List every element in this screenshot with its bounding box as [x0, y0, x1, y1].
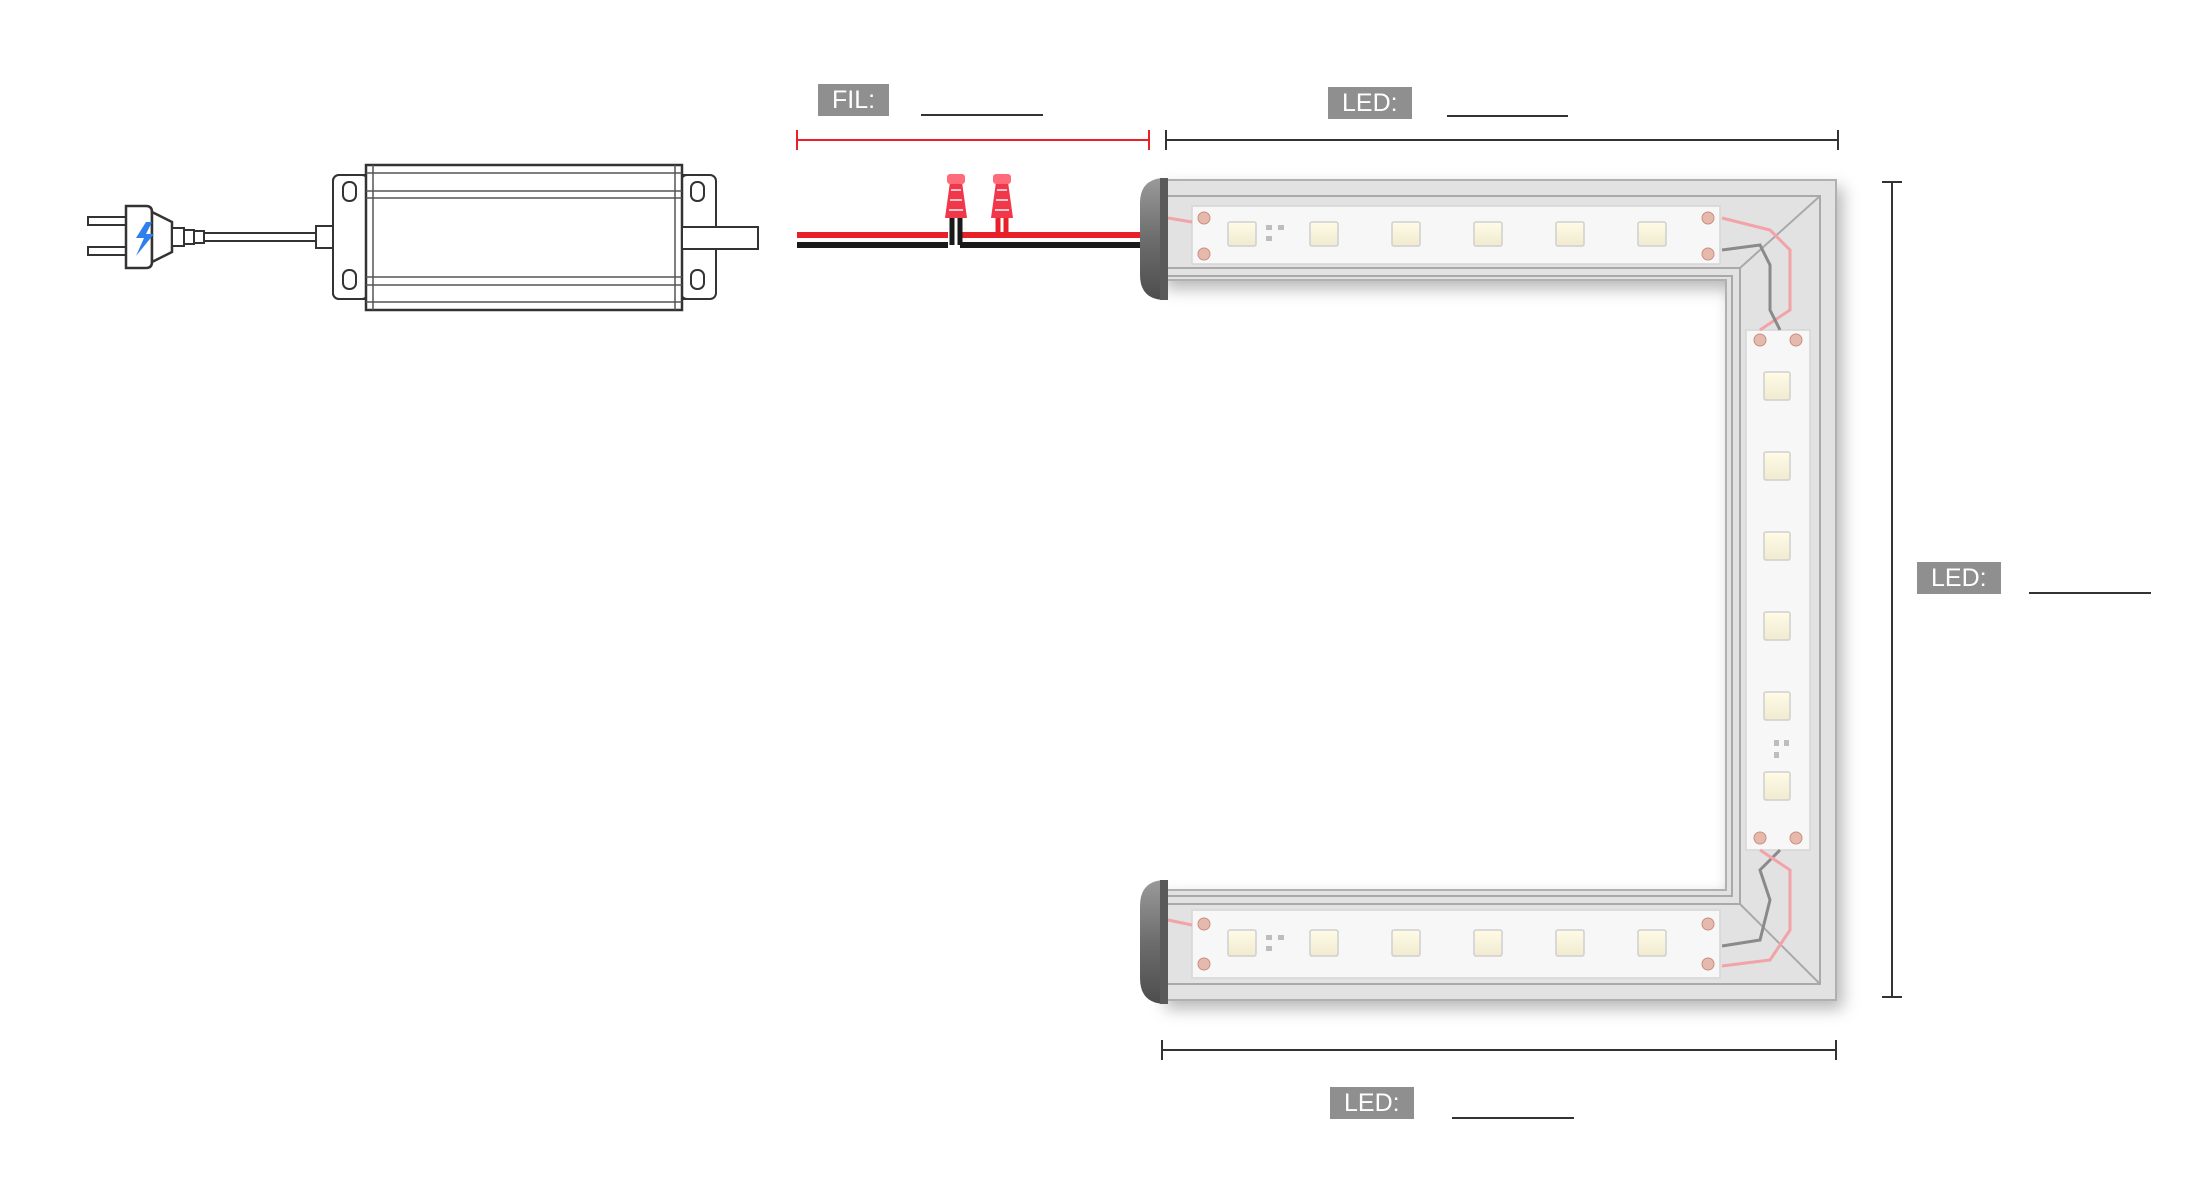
led-chip-icon: [1473, 929, 1503, 957]
end-cap-icon: [1140, 880, 1168, 1004]
led-right-dimension-line: [1882, 181, 1902, 998]
led-chip-icon: [1391, 221, 1421, 247]
led-chip-icon: [1763, 531, 1791, 561]
led-bottom-length-label: LED:: [1330, 1087, 1414, 1119]
led-chip-icon: [1555, 221, 1585, 247]
end-cap-icon: [1140, 178, 1168, 300]
corner-jumper-wires: [1167, 216, 1792, 968]
led-chip-icon: [1763, 611, 1791, 641]
resistors: [1266, 225, 1789, 951]
led-chip-icon: [1763, 371, 1791, 401]
led-chip-icon: [1227, 929, 1257, 957]
led-strip-top: [1191, 205, 1721, 265]
led-chip-icon: [1637, 221, 1667, 247]
led-right-length-blank[interactable]: [2029, 592, 2151, 594]
led-bottom-length-blank[interactable]: [1452, 1117, 1574, 1119]
wire-nut-icon: [991, 174, 1013, 218]
led-top-length-blank[interactable]: [1447, 115, 1568, 117]
led-chip-icon: [1637, 929, 1667, 957]
led-chip-icon: [1555, 929, 1585, 957]
led-top-dimension-line: [1165, 130, 1839, 150]
led-chips-top: [1227, 221, 1667, 247]
wire-nut-icon: [945, 174, 967, 218]
channel-inner-lines: [1160, 195, 1821, 985]
led-bottom-dimension-line: [1161, 1040, 1837, 1060]
led-right-length-label: LED:: [1917, 562, 2001, 594]
led-strip-bottom: [1191, 909, 1721, 979]
plug-icon: [87, 204, 205, 270]
wire-length-label: FIL:: [818, 84, 890, 116]
led-chip-icon: [1763, 771, 1791, 801]
led-top-length-label: LED:: [1328, 87, 1412, 119]
wire-length-blank[interactable]: [921, 114, 1043, 116]
led-chip-icon: [1309, 221, 1339, 247]
aluminum-channel: [1159, 179, 1837, 1001]
power-supply-icon: [87, 163, 759, 312]
led-chip-icon: [1391, 929, 1421, 957]
led-chips-bottom: [1227, 929, 1667, 957]
wire-dimension-line: [796, 130, 1150, 150]
led-chip-icon: [1227, 221, 1257, 247]
red-black-wires: [797, 216, 1166, 248]
led-chip-icon: [1309, 929, 1339, 957]
lightning-bolt-icon: [136, 222, 154, 256]
led-strip-right: [1745, 329, 1811, 851]
led-chip-icon: [1473, 221, 1503, 247]
led-chip-icon: [1763, 451, 1791, 481]
led-chips-right: [1763, 371, 1791, 801]
solder-pads: [1197, 211, 1803, 971]
led-chip-icon: [1763, 691, 1791, 721]
